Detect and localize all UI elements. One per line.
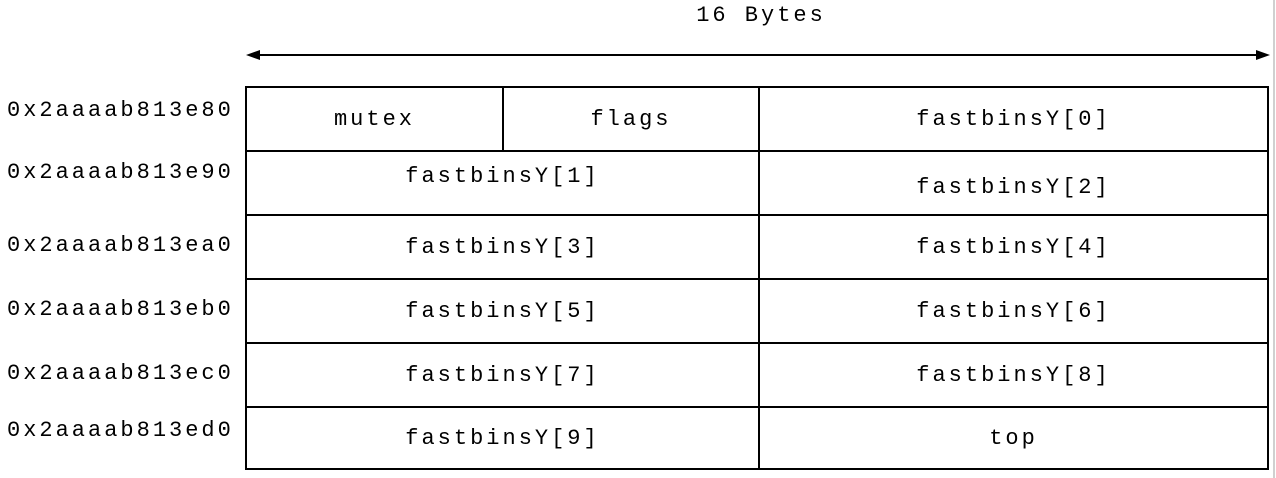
address-label: 0x2aaaab813ec0 — [7, 361, 234, 386]
column-divider — [502, 88, 504, 150]
address-label: 0x2aaaab813e90 — [7, 160, 234, 185]
field-cell-fastbin: fastbinsY[0] — [916, 106, 1111, 132]
field-cell-fastbin: fastbinsY[8] — [916, 362, 1111, 388]
row-divider — [247, 406, 1267, 408]
field-cell-flags: flags — [590, 106, 672, 132]
field-cell-mutex: mutex — [333, 106, 415, 132]
field-cell-top: top — [989, 425, 1038, 451]
address-label: 0x2aaaab813ed0 — [7, 418, 234, 443]
field-cell-fastbin: fastbinsY[3] — [405, 234, 600, 260]
row-divider — [247, 150, 1267, 152]
byte-width-label: 16 Bytes — [696, 3, 826, 28]
address-label: 0x2aaaab813e80 — [7, 98, 234, 123]
double-headed-arrow-icon — [246, 50, 1270, 60]
row-divider — [247, 214, 1267, 216]
row-divider — [247, 342, 1267, 344]
malloc-state-layout-table: mutex flags fastbinsY[0] fastbinsY[1] fa… — [245, 86, 1269, 470]
field-cell-fastbin: fastbinsY[9] — [405, 425, 600, 451]
field-cell-fastbin: fastbinsY[7] — [405, 362, 600, 388]
field-cell-fastbin: fastbinsY[4] — [916, 234, 1111, 260]
field-cell-fastbin: fastbinsY[6] — [916, 298, 1111, 324]
field-cell-fastbin: fastbinsY[5] — [405, 298, 600, 324]
field-cell-fastbin: fastbinsY[2] — [916, 174, 1111, 200]
column-divider — [758, 88, 760, 468]
address-label: 0x2aaaab813ea0 — [7, 233, 234, 258]
window-edge-divider — [1273, 0, 1275, 478]
address-label: 0x2aaaab813eb0 — [7, 297, 234, 322]
row-divider — [247, 278, 1267, 280]
field-cell-fastbin: fastbinsY[1] — [405, 163, 600, 189]
